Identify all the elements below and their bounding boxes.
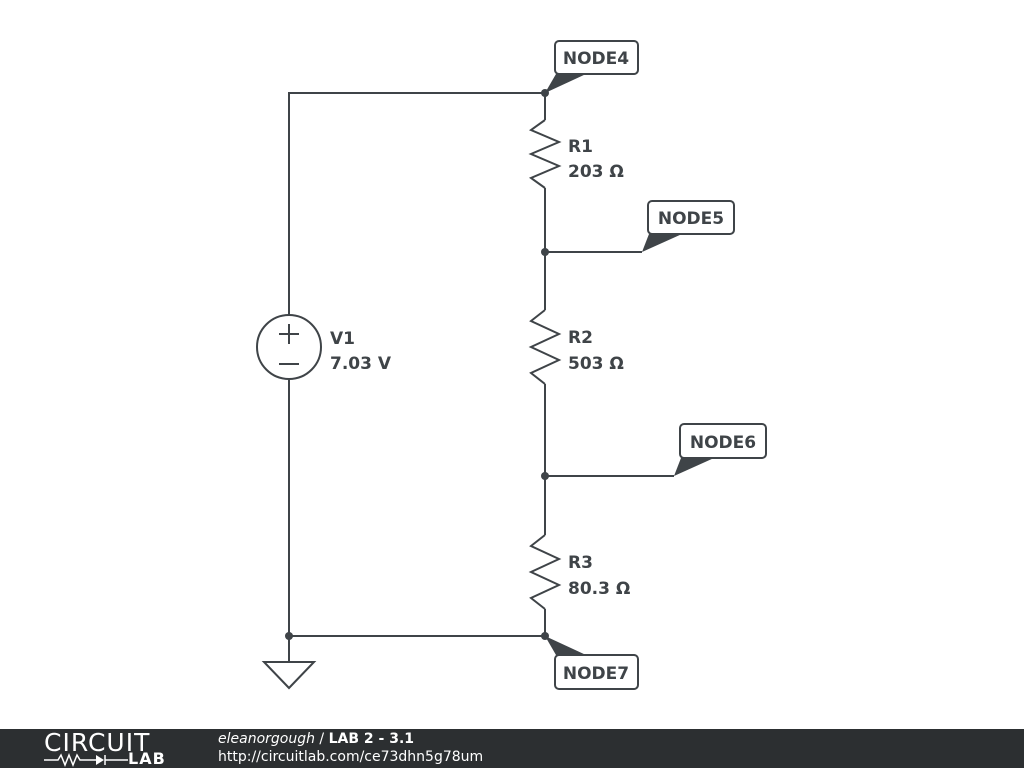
ground-icon[interactable] [261,661,317,690]
node5-label[interactable]: NODE5 [642,200,735,252]
wire-top [288,92,545,315]
logo-lab-text: LAB [128,749,166,768]
node6-text: NODE6 [690,433,756,453]
circuit-title[interactable]: LAB 2 - 3.1 [328,731,415,747]
logo-circuit-text: CIRCUIT [44,728,151,757]
r1-value: 203 Ω [568,162,624,182]
node6-label[interactable]: NODE6 [674,423,767,476]
v1-value: 7.03 V [330,354,392,374]
node4-label[interactable]: NODE4 [545,40,639,93]
footer-title-line: eleanorgough / LAB 2 - 3.1 [218,731,414,748]
voltage-source-v1[interactable] [256,314,322,380]
node7-text: NODE7 [563,664,629,684]
node4-text: NODE4 [563,49,629,69]
resistor-r2-icon[interactable] [528,309,562,385]
voltage-source-icon [256,314,322,380]
resistor-r1-icon[interactable] [528,119,562,189]
junction-node5 [541,248,549,256]
r3-value: 80.3 Ω [568,579,630,599]
circuit-url[interactable]: http://circuitlab.com/ce73dhn5g78um [218,749,484,765]
title-separator: / [314,731,329,747]
logo-resistor-diode-icon [44,753,128,767]
node4-tag-box [554,40,639,75]
node6-tag-box [679,423,767,459]
junction-node6 [541,472,549,480]
node6-pointer [674,458,714,476]
node7-label[interactable]: NODE7 [545,636,639,690]
node4-pointer [545,74,586,93]
junction-ground [285,632,293,640]
resistor-r3-icon[interactable] [528,534,562,610]
r2-name: R2 [568,328,593,348]
node7-pointer [545,636,586,655]
wire-bottom [288,380,545,637]
node5-text: NODE5 [658,209,724,229]
author-link[interactable]: eleanorgough [218,731,315,747]
footer-bar: CIRCUIT LAB eleanorgough / LAB 2 - 3.1 h… [0,729,1024,768]
r3-name: R3 [568,553,593,573]
node7-tag-box [554,654,639,690]
v1-name: V1 [330,329,355,349]
r2-value: 503 Ω [568,354,624,374]
node5-pointer [642,234,682,252]
r1-name: R1 [568,137,593,157]
node5-tag-box [647,200,735,235]
